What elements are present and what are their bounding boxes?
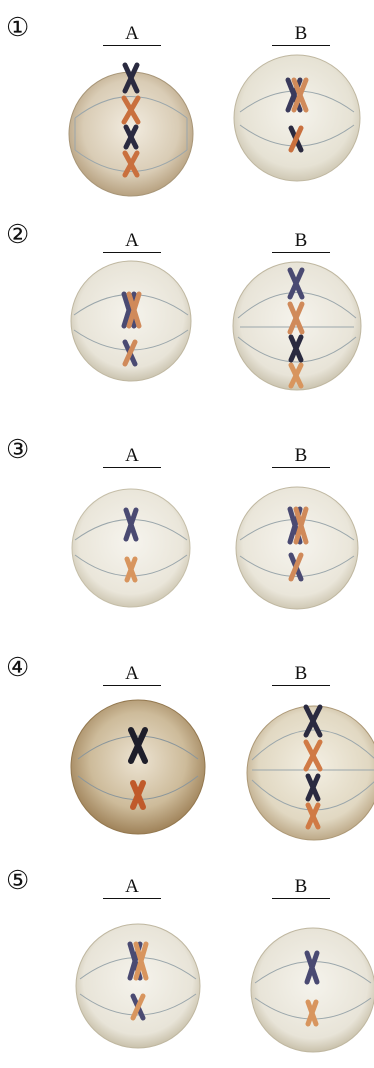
cells-diagram (0, 437, 374, 637)
cell-b (247, 706, 374, 840)
cell-a (69, 65, 193, 196)
cell-b (251, 928, 374, 1052)
cell-a (76, 924, 200, 1048)
figure-row-5: ⑤ A B (0, 868, 374, 1068)
cells-diagram (0, 868, 374, 1053)
figure-row-2: ② A B (0, 222, 374, 422)
cell-b (236, 487, 358, 609)
cells-diagram (0, 15, 374, 215)
cell-a (71, 261, 191, 381)
cells-diagram (0, 655, 374, 855)
figure-row-4: ④ A B (0, 655, 374, 855)
cell-b (233, 262, 361, 390)
figure-row-3: ③ A B (0, 437, 374, 637)
cell-a (71, 700, 205, 834)
cells-diagram (0, 222, 374, 422)
cell-a (72, 489, 190, 607)
figure-row-1: ① A B (0, 15, 374, 215)
cell-b (234, 55, 360, 181)
